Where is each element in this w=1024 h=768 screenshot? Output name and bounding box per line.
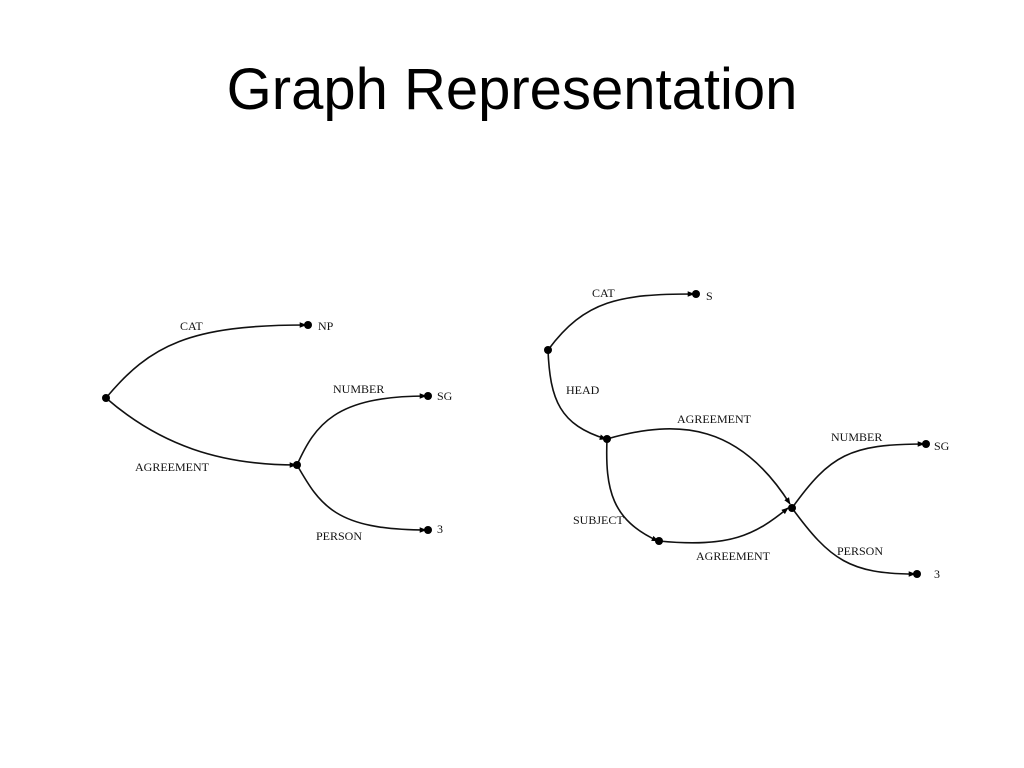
right-agreement-top-label: AGREEMENT [677, 412, 752, 426]
right-root-node [544, 346, 552, 354]
right-agreement-node [788, 504, 796, 512]
right-s-node [692, 290, 700, 298]
right-sg-value: SG [934, 439, 950, 453]
left-root-node [102, 394, 110, 402]
right-3-value: 3 [934, 567, 940, 581]
left-sg-value: SG [437, 389, 453, 403]
right-edge-number [791, 441, 925, 509]
right-edge-agreement-top [606, 428, 791, 505]
right-s-value: S [706, 289, 713, 303]
left-edge-number [296, 393, 427, 466]
left-agreement-node [293, 461, 301, 469]
right-head-label: HEAD [566, 383, 600, 397]
left-agreement-label: AGREEMENT [135, 460, 210, 474]
left-number-label: NUMBER [333, 382, 384, 396]
right-3-node [913, 570, 921, 578]
right-graph: CAT S HEAD AGREEMENT SUBJECT AGREEMENT N… [544, 286, 950, 581]
right-subject-label: SUBJECT [573, 513, 624, 527]
right-person-label: PERSON [837, 544, 883, 558]
left-edge-cat [105, 322, 307, 399]
right-sg-node [922, 440, 930, 448]
right-head-node [603, 435, 611, 443]
left-cat-label: CAT [180, 319, 203, 333]
left-graph: CAT NP AGREEMENT NUMBER SG PERSON 3 [102, 319, 453, 543]
left-np-value: NP [318, 319, 334, 333]
left-edge-person [296, 464, 427, 533]
right-edge-agreement-bottom [658, 507, 789, 544]
left-person-label: PERSON [316, 529, 362, 543]
slide-title: Graph Representation [226, 57, 798, 122]
right-edge-subject [605, 438, 659, 542]
right-cat-label: CAT [592, 286, 615, 300]
right-edge-cat [547, 291, 695, 351]
left-edge-agreement [105, 397, 297, 468]
left-3-node [424, 526, 432, 534]
right-edge-person [791, 507, 916, 577]
left-3-value: 3 [437, 522, 443, 536]
right-number-label: NUMBER [831, 430, 882, 444]
right-subject-node [655, 537, 663, 545]
right-edge-head [547, 349, 607, 440]
left-sg-node [424, 392, 432, 400]
left-np-node [304, 321, 312, 329]
right-agreement-bottom-label: AGREEMENT [696, 549, 771, 563]
